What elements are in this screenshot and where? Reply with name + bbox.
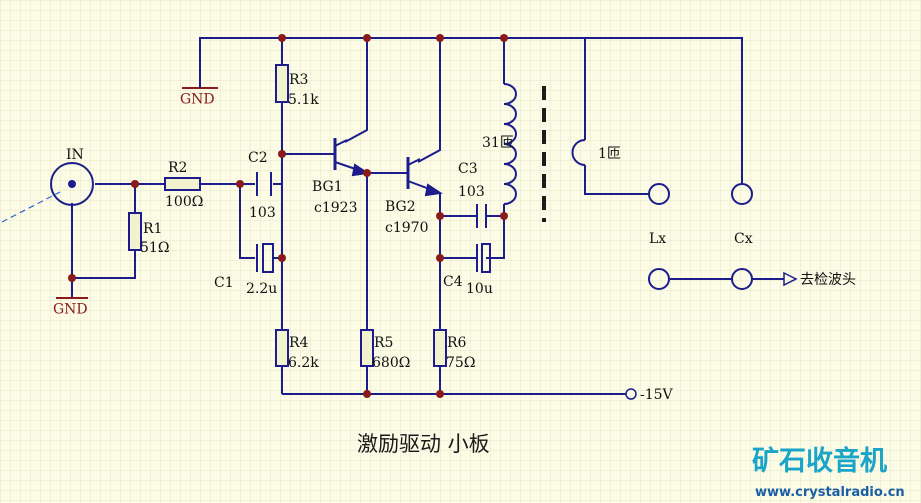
label-gnd-top: GND [180, 92, 215, 108]
transformer-primary-coil [503, 83, 517, 205]
label-c4: C4 [443, 274, 463, 290]
capacitor-c3 [476, 204, 487, 228]
label-bg1-part: c1923 [314, 200, 357, 216]
terminal-lx-bottom [648, 268, 670, 290]
label-c2: C2 [248, 150, 268, 166]
gnd-symbol-top [182, 80, 218, 89]
capacitor-c4 [476, 243, 491, 273]
label-gnd-bottom: GND [53, 302, 88, 318]
output-arrow-icon [783, 271, 798, 287]
resistor-r1 [128, 212, 142, 251]
input-connector [50, 162, 94, 206]
terminal-lx-top [648, 183, 670, 205]
resistor-r6 [433, 329, 447, 367]
resistor-r4 [275, 329, 289, 367]
label-c1-value: 2.2u [246, 281, 277, 297]
label-r3: R3 [289, 72, 308, 88]
label-bg1: BG1 [312, 179, 343, 195]
transistor-bg2 [406, 157, 443, 197]
label-r5-value: 680Ω [372, 355, 410, 371]
wires [71, 37, 784, 395]
label-c4-value: 10u [466, 281, 493, 297]
capacitor-c1 [256, 243, 274, 273]
label-supply: -15V [640, 387, 674, 403]
diagram-title: 激励驱动 小板 [357, 432, 490, 456]
resistor-r3 [275, 64, 289, 103]
label-r3-value: 5.1k [288, 92, 319, 108]
terminal-cx-top [731, 183, 753, 205]
label-r4: R4 [289, 335, 309, 351]
terminal-cx-bottom [731, 268, 753, 290]
label-r6: R6 [447, 335, 467, 351]
label-c1: C1 [214, 275, 234, 291]
label-r4-value: 6.2k [288, 355, 319, 371]
label-c3-value: 103 [458, 184, 485, 200]
resistor-r2 [164, 177, 201, 191]
label-in: IN [66, 147, 84, 163]
label-r5: R5 [374, 335, 393, 351]
label-r2-value: 100Ω [165, 194, 203, 210]
input-dashed-line [1, 191, 61, 223]
capacitor-c2 [256, 172, 272, 196]
label-c3: C3 [458, 161, 478, 177]
watermark-url: www.crystalradio.cn [755, 485, 905, 500]
label-c2-value: 103 [249, 205, 276, 221]
label-r1: R1 [143, 221, 162, 237]
label-r2: R2 [168, 160, 187, 176]
resistor-r5 [360, 329, 374, 367]
label-lx: Lx [649, 231, 666, 247]
label-bg2-part: c1970 [385, 220, 428, 236]
label-coil-primary: 31匝 [482, 135, 514, 151]
transistor-bg1 [333, 138, 370, 177]
label-bg2: BG2 [385, 199, 416, 215]
label-r1-value: 51Ω [140, 240, 169, 256]
junction-dots [68, 34, 508, 398]
supply-terminal [625, 388, 637, 400]
label-coil-secondary: 1匝 [598, 146, 621, 162]
transformer-secondary-coil [571, 139, 586, 166]
watermark-brand: 矿石收音机 [752, 445, 887, 477]
label-r6-value: 75Ω [446, 355, 475, 371]
label-output: 去检波头 [800, 272, 856, 288]
label-cx: Cx [734, 231, 753, 247]
